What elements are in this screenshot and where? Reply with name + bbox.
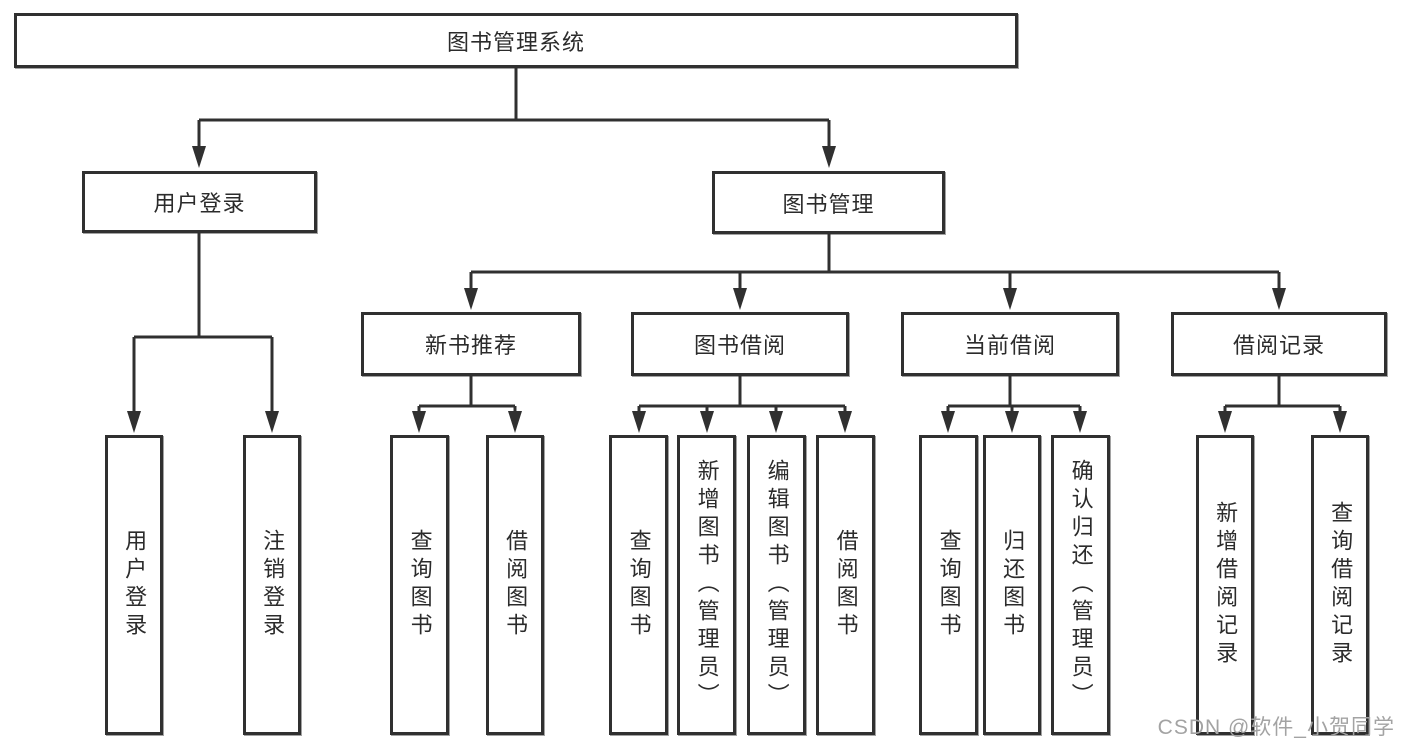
node-book-management: 图书管理	[712, 171, 945, 234]
leaf-logout: 注销登录	[243, 435, 301, 735]
node-book-borrow-label: 图书借阅	[693, 333, 786, 358]
csdn-watermark: CSDN @软件_小贺同学	[1157, 716, 1395, 739]
leaf-newbook-query: 查询图书	[390, 435, 449, 735]
leaf-newbook-query-label: 查询图书	[407, 529, 433, 641]
leaf-record-query-label: 查询借阅记录	[1328, 501, 1354, 669]
leaf-confirm-return-admin: 确认归还（管理员）	[1051, 435, 1110, 735]
leaf-borrow-add-admin-label: 新增图书（管理员）	[694, 459, 720, 711]
node-root-label: 图书管理系统	[446, 29, 585, 55]
leaf-borrow-edit-admin-label: 编辑图书（管理员）	[764, 459, 790, 711]
node-new-book-recommend: 新书推荐	[361, 312, 581, 376]
leaf-borrow-book: 借阅图书	[816, 435, 875, 735]
leaf-confirm-return-admin-label: 确认归还（管理员）	[1068, 459, 1094, 711]
leaf-borrow-query-label: 查询图书	[626, 529, 652, 641]
leaf-user-login-label: 用户登录	[122, 529, 148, 641]
leaf-record-query: 查询借阅记录	[1311, 435, 1369, 735]
leaf-return-book-label: 归还图书	[1000, 529, 1026, 641]
leaf-borrow-query: 查询图书	[609, 435, 668, 735]
leaf-current-query: 查询图书	[919, 435, 978, 735]
leaf-return-book: 归还图书	[983, 435, 1041, 735]
leaf-borrow-book-label: 借阅图书	[833, 529, 859, 641]
node-book-borrow: 图书借阅	[631, 312, 849, 376]
leaf-borrow-edit-admin: 编辑图书（管理员）	[747, 435, 806, 735]
node-book-management-label: 图书管理	[782, 191, 875, 217]
leaf-newbook-borrow-label: 借阅图书	[503, 529, 529, 641]
leaf-current-query-label: 查询图书	[936, 529, 962, 641]
leaf-record-add-label: 新增借阅记录	[1213, 501, 1239, 669]
leaf-borrow-add-admin: 新增图书（管理员）	[677, 435, 736, 735]
node-root: 图书管理系统	[14, 13, 1018, 68]
leaf-record-add: 新增借阅记录	[1196, 435, 1254, 735]
node-user-login-label: 用户登录	[153, 191, 246, 216]
leaf-logout-label: 注销登录	[260, 529, 286, 641]
node-current-borrow: 当前借阅	[901, 312, 1119, 376]
node-new-book-recommend-label: 新书推荐	[424, 333, 517, 358]
leaf-newbook-borrow: 借阅图书	[486, 435, 544, 735]
node-borrow-record-label: 借阅记录	[1232, 333, 1325, 358]
leaf-user-login: 用户登录	[105, 435, 163, 735]
node-user-login: 用户登录	[82, 171, 317, 233]
node-borrow-record: 借阅记录	[1171, 312, 1387, 376]
node-current-borrow-label: 当前借阅	[963, 333, 1056, 358]
